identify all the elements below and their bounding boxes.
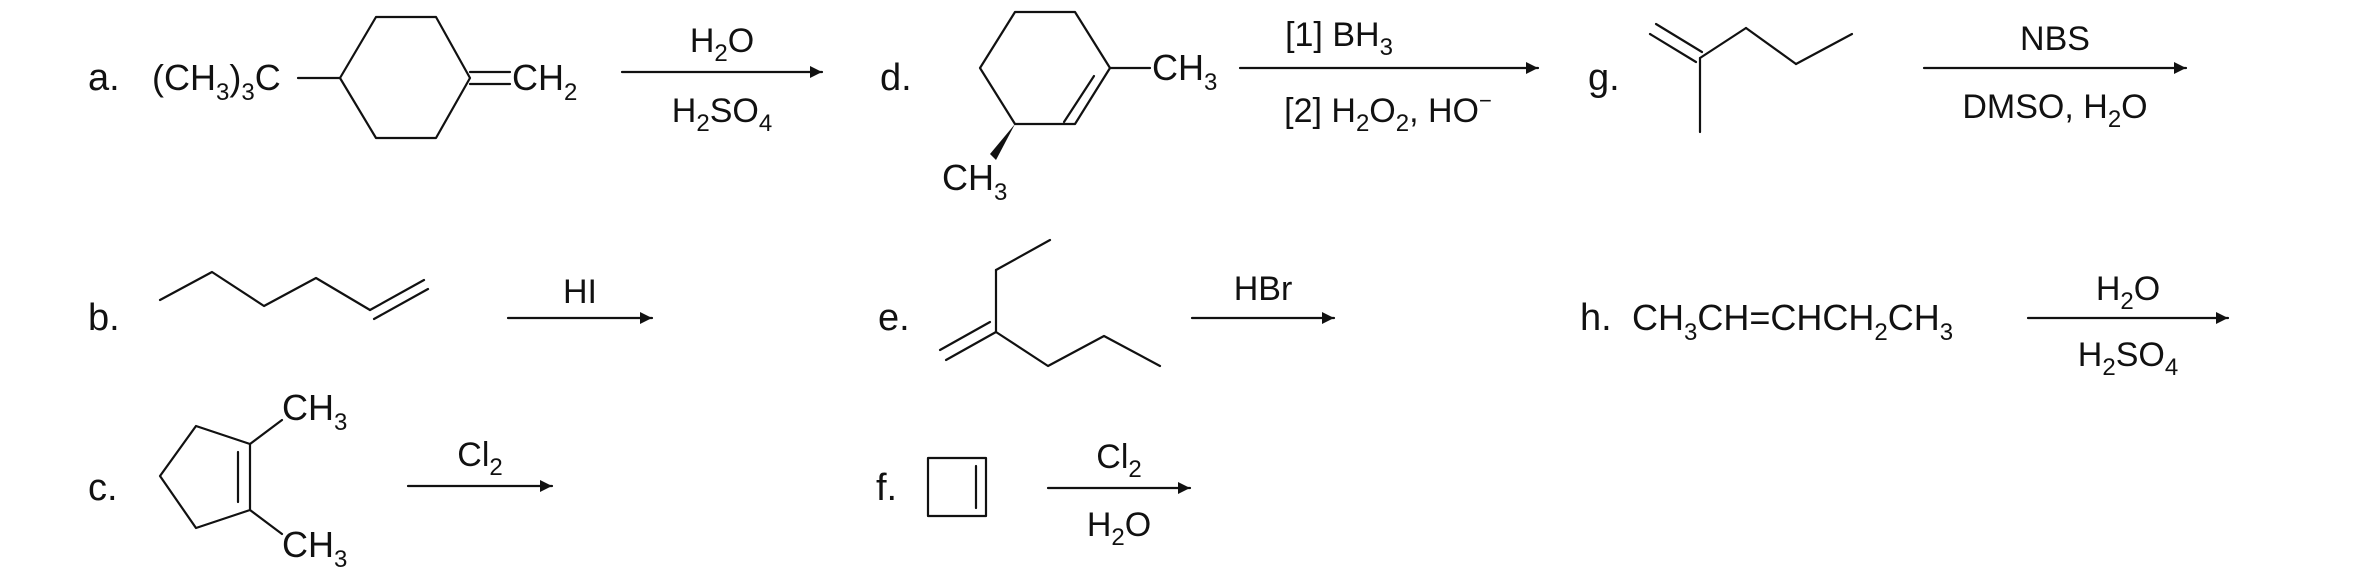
- reaction-g: g. NBS DMSO, H2O: [1588, 20, 2188, 134]
- reaction-label-d: d.: [880, 57, 912, 99]
- reaction-c: c. CH3 CH3 Cl2: [88, 387, 554, 573]
- reaction-h: h. CH3CH=CHCH2CH3 H2O H2SO4: [1580, 270, 2230, 381]
- reagent-above-f: Cl2: [1096, 438, 1141, 483]
- methyl-group-right-d: CH3: [1152, 47, 1217, 96]
- reaction-f: f. Cl2 H2O: [876, 438, 1192, 551]
- reagent-below-d: [2] H2O2, HO−: [1284, 88, 1492, 137]
- reaction-label-e: e.: [878, 297, 910, 339]
- cyclopentene-ring-c: [158, 418, 284, 536]
- reaction-label-b: b.: [88, 297, 120, 339]
- methylene-group-a: CH2: [512, 57, 577, 106]
- cyclobutene-ring-f: [926, 456, 988, 518]
- alkene-skeleton-e: [938, 238, 1162, 368]
- reaction-b: b. HI: [88, 270, 654, 339]
- methyl-group-top-c: CH3: [282, 387, 347, 436]
- reaction-e: e. HBr: [878, 238, 1336, 368]
- reagent-below-g: DMSO, H2O: [1962, 88, 2147, 133]
- cyclohexene-ring-d: [978, 10, 1152, 160]
- reagent-above-a: H2O: [690, 22, 754, 67]
- reaction-label-g: g.: [1588, 57, 1620, 99]
- reagent-above-h: H2O: [2096, 270, 2160, 315]
- reagent-above-d: [1] BH3: [1285, 16, 1393, 61]
- cyclohexane-ring-a: [296, 15, 512, 140]
- reagent-above-g: NBS: [2020, 20, 2090, 58]
- reagent-below-h: H2SO4: [2078, 336, 2178, 381]
- methyl-group-bottom-d: CH3: [942, 157, 1007, 206]
- tert-butyl-group: (CH3)3C: [152, 57, 281, 106]
- reaction-label-a: a.: [88, 57, 120, 99]
- reagent-above-e: HBr: [1234, 270, 1293, 308]
- reaction-d: d. CH3 CH3 [1] BH3 [2] H2O2, HO−: [880, 10, 1540, 206]
- reaction-label-f: f.: [876, 467, 897, 509]
- methyl-group-bottom-c: CH3: [282, 524, 347, 573]
- reaction-a: a. (CH3)3C CH2 H2O H2SO4: [88, 15, 824, 140]
- reaction-label-h: h.: [1580, 297, 1612, 339]
- alkene-formula-h: CH3CH=CHCH2CH3: [1632, 297, 1953, 346]
- reagent-above-b: HI: [563, 273, 597, 311]
- reagent-above-c: Cl2: [457, 436, 502, 481]
- alkene-skeleton-b: [158, 270, 430, 321]
- reagent-below-f: H2O: [1087, 506, 1151, 551]
- reagent-below-a: H2SO4: [672, 92, 772, 137]
- alkene-skeleton-g: [1648, 22, 1854, 134]
- reaction-label-c: c.: [88, 467, 118, 509]
